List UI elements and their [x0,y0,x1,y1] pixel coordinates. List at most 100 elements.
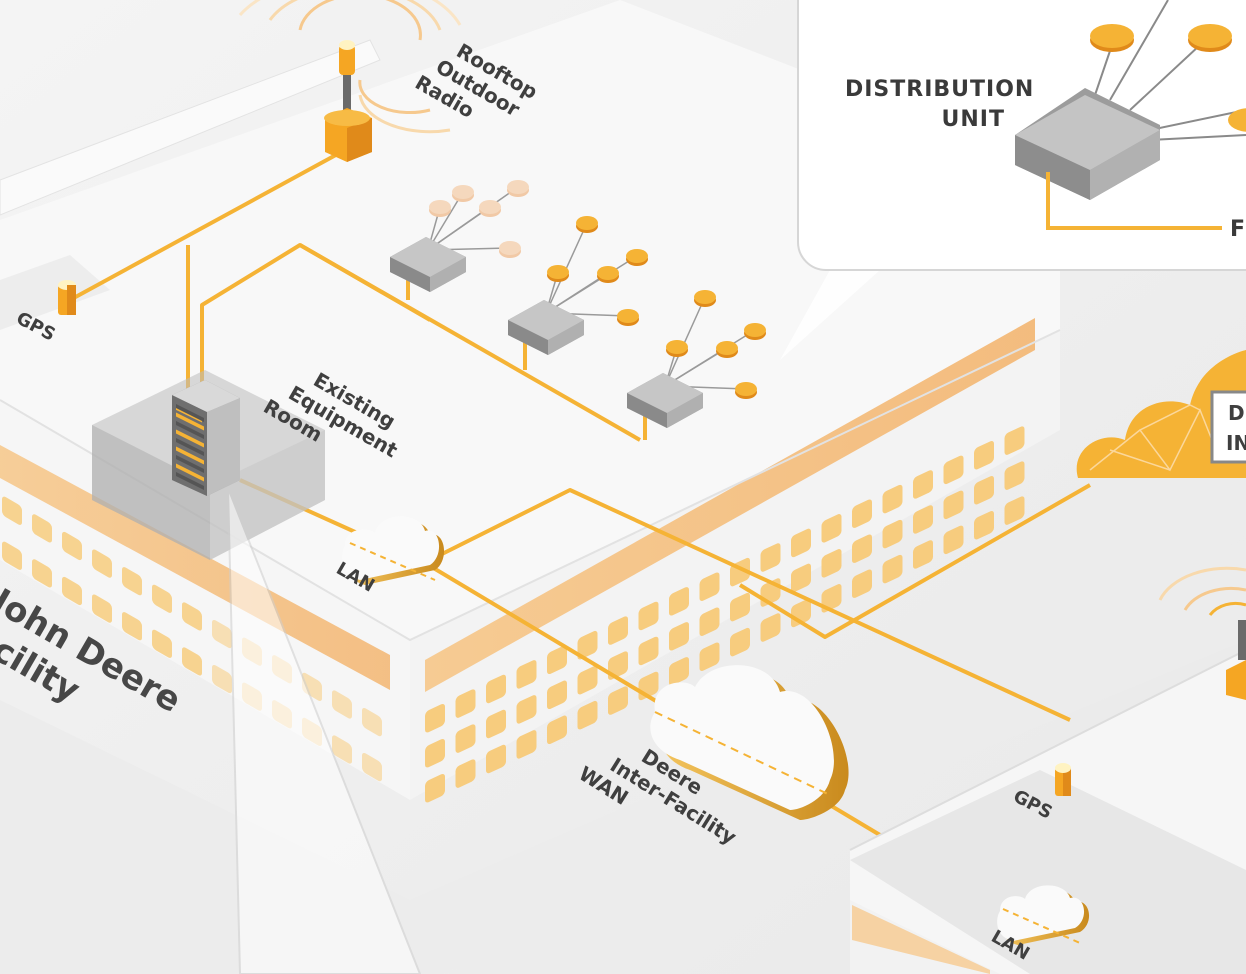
distribution-unit-title: DISTRIBUTION UNIT [845,77,1043,132]
distribution-unit-small [390,180,529,292]
window [486,709,506,739]
window [699,642,720,671]
window [821,549,842,578]
window [943,525,964,555]
window [455,724,476,753]
window [669,622,689,651]
cloud-sign-text: D IN [1226,401,1246,455]
window [577,665,598,695]
window [608,651,628,680]
window [974,441,994,470]
window [122,612,142,641]
window [974,476,994,505]
window [182,647,202,676]
window [821,584,842,613]
cloud-icon-internet [1076,350,1246,478]
window [760,543,781,572]
link-to-cloud [738,483,1091,639]
window [92,549,112,578]
server-slots [176,404,204,490]
window [791,528,811,558]
window [486,674,506,704]
cloud-icon-lan-right [997,885,1090,945]
window [486,744,506,774]
window [547,680,567,709]
cloud-icon-wan [650,665,849,820]
window [152,584,172,613]
window [638,601,659,631]
windows-right [425,426,1025,803]
window [760,613,781,642]
window [425,703,445,733]
window [182,602,202,631]
window [882,554,903,584]
window [212,664,232,694]
distribution-unit-small [508,216,648,355]
window [2,541,22,570]
window [821,514,842,543]
window [882,519,903,549]
window [516,730,537,759]
window [730,592,750,622]
window [882,484,903,514]
window [92,594,112,623]
window [516,695,537,724]
antenna-icon [238,0,462,162]
window [332,735,352,764]
window [212,619,232,649]
window [791,563,811,593]
window [152,629,172,658]
window [62,576,82,606]
link-lan-out [429,488,1071,722]
window [332,690,352,719]
window [852,534,872,563]
window [547,715,567,744]
window [913,470,933,499]
window [974,511,994,540]
distribution-units [390,180,766,428]
window [455,759,476,788]
window [669,657,689,686]
link-roof-units [299,243,641,442]
window [362,753,382,782]
window [638,636,659,666]
window [943,490,964,520]
window [62,531,82,561]
window [577,630,598,660]
link-radio-gps [69,148,346,302]
distribution-unit-icon [1015,0,1246,230]
window [425,738,445,768]
window [852,569,872,598]
window [122,567,142,596]
window [669,587,689,616]
window [608,616,628,645]
callout-cut-text: F [1230,217,1246,242]
distribution-unit-small [627,290,766,428]
right-antenna-icon [1158,566,1246,700]
window [943,455,964,485]
window [2,496,22,525]
cloud-icon-lan [342,516,445,585]
window [516,660,537,689]
window [547,645,567,674]
window [1004,461,1025,490]
window [699,572,720,601]
window [362,708,382,737]
window [455,689,476,718]
window [608,686,628,715]
window [577,700,598,730]
window [852,499,872,528]
callout-pointer [227,487,422,974]
window [730,627,750,657]
window [425,773,445,803]
gps-icon [58,280,76,315]
window [913,540,933,569]
right-building [849,649,1246,974]
window [32,514,52,543]
window [699,607,720,636]
window [1004,426,1025,455]
window [913,505,933,534]
window [32,559,52,588]
window [1004,496,1025,525]
